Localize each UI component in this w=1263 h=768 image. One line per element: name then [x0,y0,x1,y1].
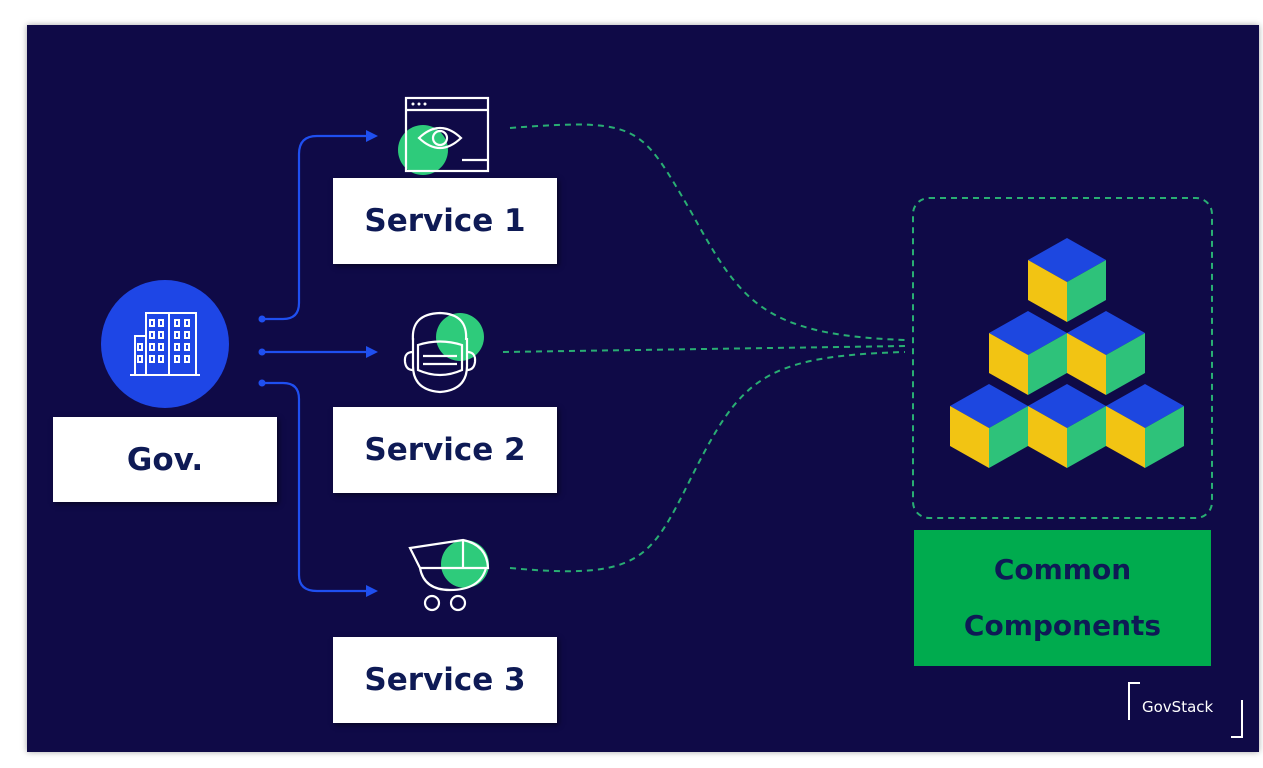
arrow-start-dot [258,379,266,387]
govstack-logo: GovStack [1128,682,1243,738]
cube-left-face [1067,333,1106,395]
arrow-start-dot [258,315,266,323]
cube-right-face [1145,406,1184,468]
logo-bracket-right [1231,700,1243,738]
cube-right-face [1106,333,1145,395]
cube-right-face [989,406,1028,468]
browser-eye-icon [398,96,490,175]
arrow-start-dot [258,348,266,356]
arrow-to-service-3 [262,381,368,593]
common-components-box: Common Components [914,530,1211,666]
logo-text: GovStack [1142,698,1214,716]
cube-left-face [1028,406,1067,468]
service-2-label: Service 2 [333,407,557,493]
dashed-connector-service-2 [502,345,906,353]
arrow-to-service-1 [262,134,368,321]
arrowhead [366,346,378,358]
service-3-label: Service 3 [333,637,557,723]
common-components-line-1: Common [993,553,1132,586]
cube-right-face [1028,333,1067,395]
arrowhead [366,130,378,142]
cube-right-face [1067,406,1106,468]
gov-label: Gov. [53,417,277,502]
baby-stroller-icon [408,538,490,612]
service-1-label: Service 1 [333,178,557,264]
dashed-connector-service-3 [509,351,906,573]
cube-left-face [989,333,1028,395]
gov-circle [101,280,229,408]
cube-pyramid-icon [950,238,1184,468]
common-components-line-2: Components [963,609,1162,642]
cube-left-face [1028,260,1067,322]
cube-right-face [1067,260,1106,322]
gov-text: Gov. [126,441,204,478]
cube-left-face [950,406,989,468]
service-1-text: Service 1 [364,203,526,239]
service-3-text: Service 3 [364,662,526,698]
logo-bracket-left [1128,682,1140,720]
face-mask-icon [403,311,484,394]
common-components-frame [912,197,1213,519]
building-icon [130,312,200,376]
arrowhead [366,585,378,597]
cube-left-face [1106,406,1145,468]
service-2-text: Service 2 [364,432,526,468]
dashed-connector-service-1 [509,123,906,341]
